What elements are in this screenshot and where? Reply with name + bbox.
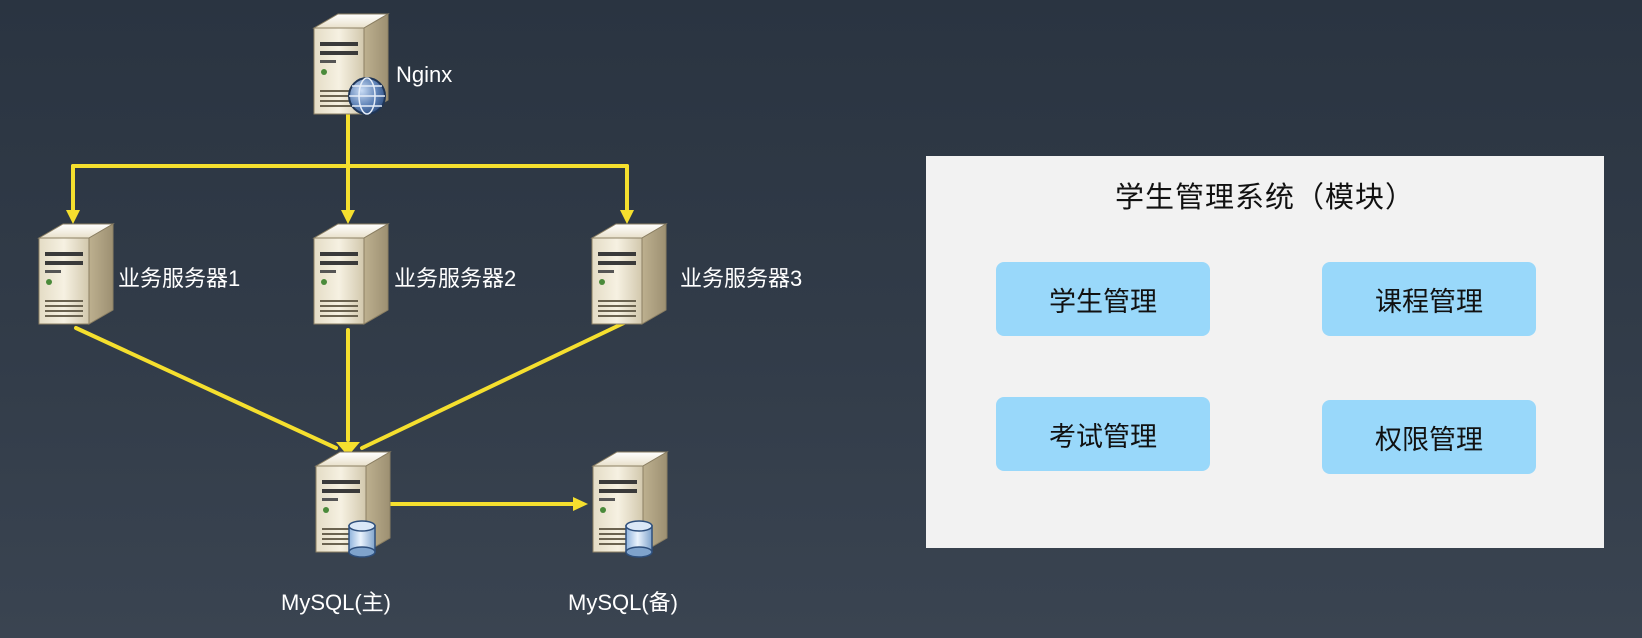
module-student-management: 学生管理 [996,262,1210,336]
arrowhead-app-1 [66,210,80,224]
app-server-3: 业务服务器3 [591,223,802,325]
module-panel-title: 学生管理系统（模块） [1114,180,1415,214]
mysql-slave-node: MySQL(备) [568,451,678,615]
app-to-db-connectors [74,320,628,506]
app-server-1-label: 业务服务器1 [118,266,240,291]
mysql-master-node: MySQL(主) [281,451,391,615]
app-server-1: 业务服务器1 [38,223,240,325]
nginx-arrowheads [66,210,634,224]
app-1-to-mysql-master-line [74,326,338,450]
module-panel: 学生管理系统（模块） 学生管理 课程管理 考试管理 权限管理 [926,156,1604,548]
arrowhead-mysql-slave [573,497,588,511]
arrowhead-mysql-master [336,442,360,456]
module-course-management: 课程管理 [1322,262,1536,336]
globe-icon [348,77,386,115]
nginx-to-app-connectors [71,112,629,214]
app-server-2: 业务服务器2 [313,223,516,325]
nginx-label: Nginx [396,62,452,87]
database-icon [348,520,376,558]
nginx-node: Nginx [313,13,452,115]
module-permission-management: 权限管理 [1322,400,1536,474]
app-server-2-label: 业务服务器2 [394,266,516,291]
db-arrowheads [336,442,588,511]
mysql-slave-label: MySQL(备) [568,590,678,615]
arrowhead-app-3 [620,210,634,224]
mysql-master-label: MySQL(主) [281,590,391,615]
app-3-to-mysql-master-line [360,320,628,450]
deployment-diagram: Nginx 业务服务器1 业务服务器2 业务服务器3 MySQL(主) MySQ… [38,13,802,615]
module-exam-management: 考试管理 [996,397,1210,471]
app-server-3-label: 业务服务器3 [680,266,802,291]
database-icon [625,520,653,558]
arrowhead-app-2 [341,210,355,224]
